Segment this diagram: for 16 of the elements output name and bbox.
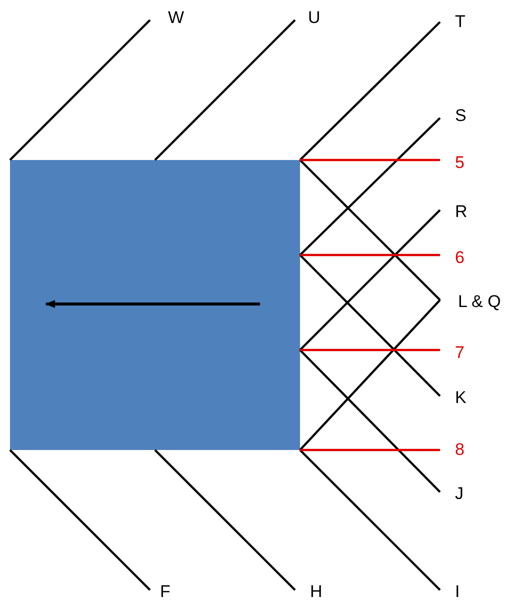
point-label: I: [455, 582, 460, 602]
point-label: J: [455, 484, 464, 504]
point-label: 8: [455, 440, 464, 460]
point-label: 7: [455, 343, 464, 363]
point-label: K: [455, 388, 466, 408]
point-label: F: [160, 582, 170, 602]
square-block: [10, 160, 300, 450]
point-label: H: [310, 582, 322, 602]
point-label: U: [308, 8, 320, 28]
point-label: R: [455, 202, 468, 222]
point-label: L & Q: [458, 292, 501, 312]
point-label: 5: [455, 153, 464, 173]
point-label: T: [455, 12, 466, 32]
point-label: W: [168, 8, 184, 28]
point-label: S: [455, 106, 466, 126]
point-label: 6: [455, 248, 464, 268]
